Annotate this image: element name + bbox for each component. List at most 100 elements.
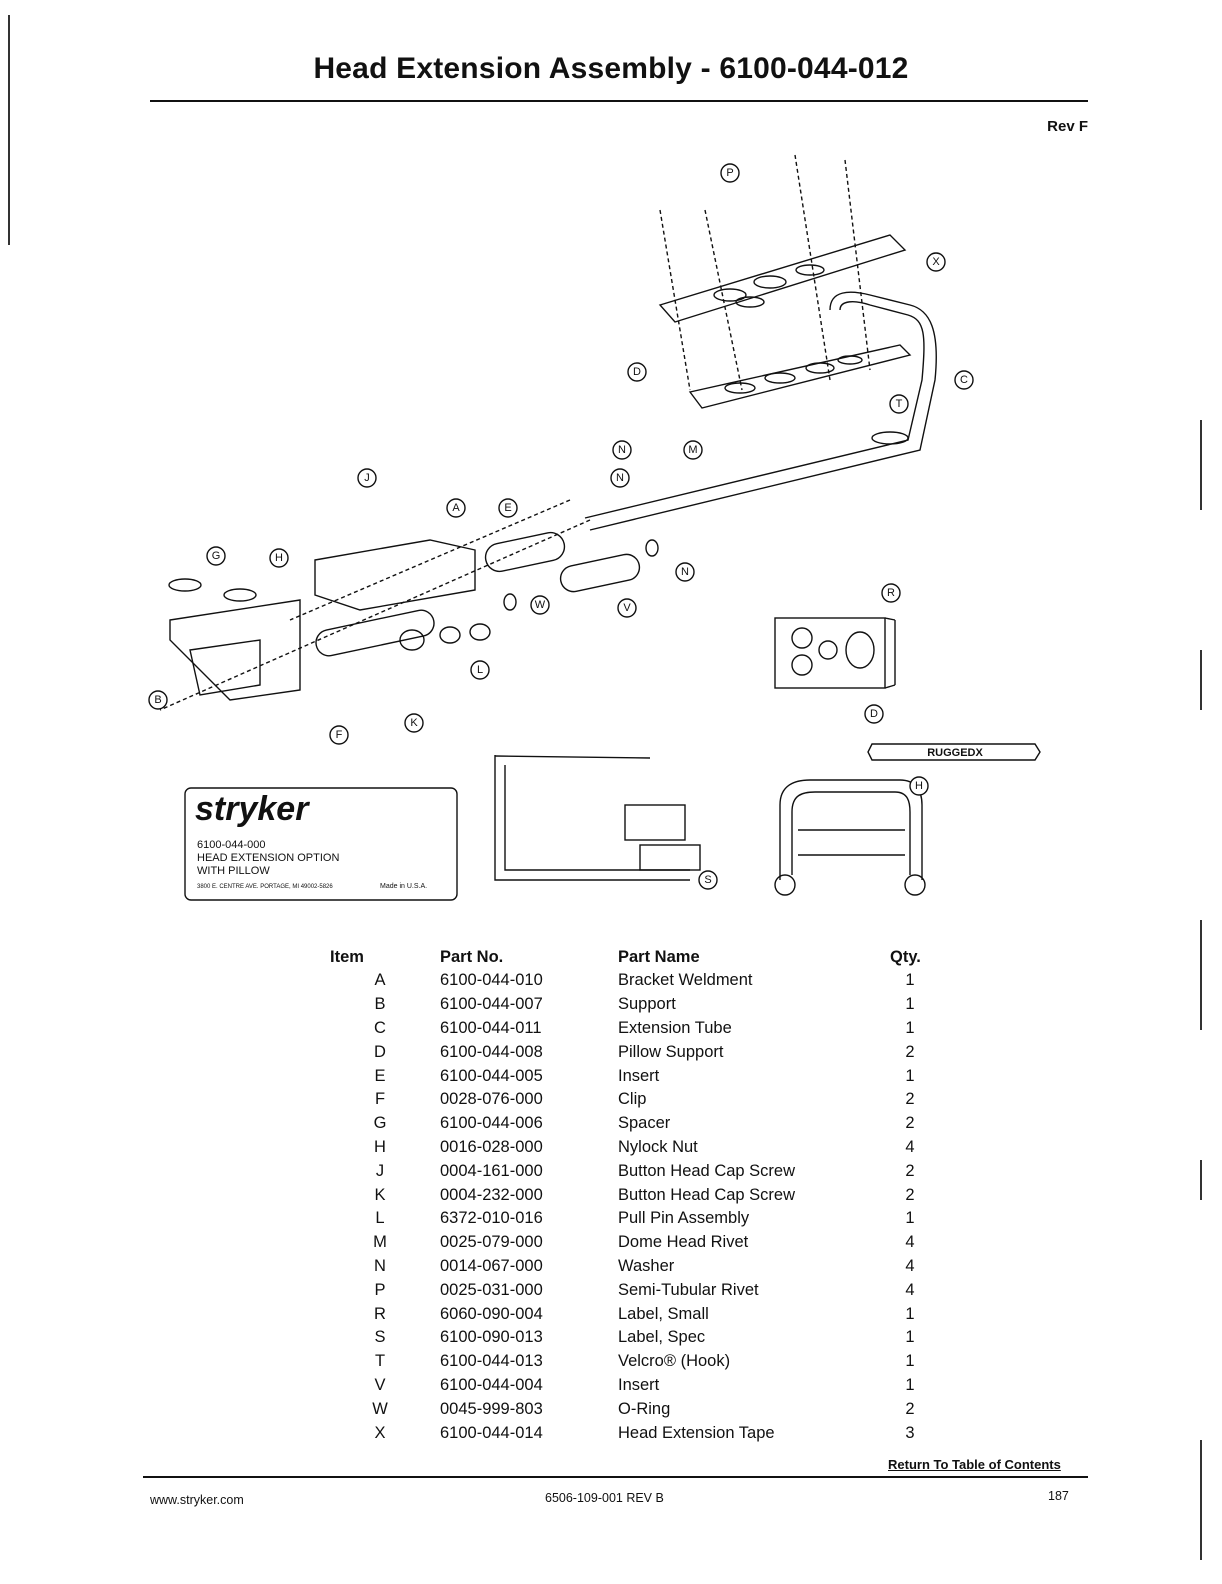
callout-letter: B (154, 694, 161, 706)
part-number: 0025-031-000 (440, 1280, 543, 1299)
label-plate-made-in: Made in U.S.A. (380, 883, 427, 890)
callout-letter: E (504, 502, 511, 514)
callout-circle (889, 394, 909, 414)
part-name: Velcro® (Hook) (618, 1352, 731, 1371)
part-name: Bracket Weldment (618, 971, 753, 990)
part-number: 0004-161-000 (440, 1161, 543, 1180)
item-letter: X (374, 1423, 386, 1442)
part-number: 6100-044-010 (440, 971, 543, 990)
rugged-badge-text: RUGGEDX (927, 747, 983, 759)
part-number: 0045-999-803 (440, 1399, 543, 1418)
item-letter: S (374, 1328, 386, 1347)
quantity: 2 (905, 1399, 915, 1418)
item-letter: D (374, 1042, 386, 1061)
part-number: 6100-044-011 (440, 1018, 542, 1037)
callout-circle (610, 468, 630, 488)
title-divider (150, 100, 1088, 102)
part-number: 0025-079-000 (440, 1233, 543, 1252)
part-name: Semi-Tubular Rivet (618, 1280, 759, 1299)
frame-view (774, 779, 926, 896)
label-plate-brand: stryker (195, 790, 310, 828)
item-letter: T (374, 1352, 386, 1371)
quantity: 1 (905, 1328, 915, 1347)
item-letter: A (374, 971, 386, 990)
callout-letter: J (364, 472, 370, 484)
item-letter: W (372, 1399, 388, 1418)
callout-letter: T (896, 398, 903, 410)
callout-letter: N (616, 472, 624, 484)
spacer-right (223, 588, 257, 602)
part-name: Pillow Support (618, 1042, 724, 1061)
callout-circle (498, 498, 518, 518)
quantity: 3 (905, 1423, 915, 1442)
table-row: S 6100-090-013 Label, Spec 1 (330, 1326, 930, 1350)
pillow-support-upper (658, 234, 907, 323)
part-number: 6100-090-013 (440, 1328, 543, 1347)
rugged-badge: RUGGEDX (867, 743, 1041, 761)
callout-letter: X (932, 256, 940, 268)
item-letter: G (373, 1114, 387, 1133)
part-name: Support (618, 995, 676, 1014)
part-number: 6100-044-004 (440, 1375, 543, 1394)
column-header-part-no: Part No. (440, 947, 504, 966)
page-number: 187 (1048, 1489, 1069, 1503)
scan-mark-left (8, 15, 10, 245)
callout-circle (720, 163, 740, 183)
part-number: 0028-076-000 (440, 1090, 543, 1109)
callout-circle (683, 440, 703, 460)
quantity: 4 (905, 1233, 915, 1252)
callout-circle (329, 725, 349, 745)
part-number: 6100-044-007 (440, 995, 543, 1014)
return-to-toc-link[interactable]: Return To Table of Contents (888, 1457, 1061, 1472)
callout-letter: N (681, 566, 689, 578)
callout-letter: F (336, 729, 343, 741)
scan-mark-right-1 (1200, 420, 1202, 510)
label-plate-line2: HEAD EXTENSION OPTION (197, 852, 339, 864)
pull-pin-view (494, 755, 701, 881)
quantity: 2 (905, 1161, 915, 1180)
part-name: Button Head Cap Screw (618, 1161, 796, 1180)
exploded-assembly-diagram: RUGGEDX stryker 6100-044-000 HEAD EXTENS… (130, 140, 1090, 920)
callout-letter: R (887, 587, 895, 599)
scan-mark-right-2 (1200, 650, 1202, 710)
callout-circle (881, 583, 901, 603)
rivet-guides (159, 154, 871, 711)
label-panel (774, 617, 896, 689)
callout-letter: K (410, 717, 418, 729)
spacer-left (168, 578, 202, 592)
callout-circle (404, 713, 424, 733)
callout-letter: G (212, 550, 221, 562)
callout-circle (954, 370, 974, 390)
scan-mark-right-5 (1200, 1440, 1202, 1560)
part-number: 6100-044-014 (440, 1423, 543, 1442)
callout-circle (357, 468, 377, 488)
label-plate-line3: WITH PILLOW (197, 865, 270, 877)
callout-circle (617, 598, 637, 618)
callout-circle (926, 252, 946, 272)
item-letter: H (374, 1137, 386, 1156)
callout-circle (864, 704, 884, 724)
callout-circle (446, 498, 466, 518)
part-name: Label, Small (618, 1304, 709, 1323)
part-number: 6372-010-016 (440, 1209, 543, 1228)
quantity: 1 (905, 1209, 915, 1228)
item-letter: E (374, 1066, 386, 1085)
part-name: O-Ring (618, 1399, 671, 1418)
part-name: Label, Spec (618, 1328, 706, 1347)
part-name: Extension Tube (618, 1018, 732, 1037)
callout-circle (627, 362, 647, 382)
part-name: Insert (618, 1066, 660, 1085)
item-letter: M (373, 1233, 387, 1252)
pillow-support-lower (688, 344, 912, 409)
